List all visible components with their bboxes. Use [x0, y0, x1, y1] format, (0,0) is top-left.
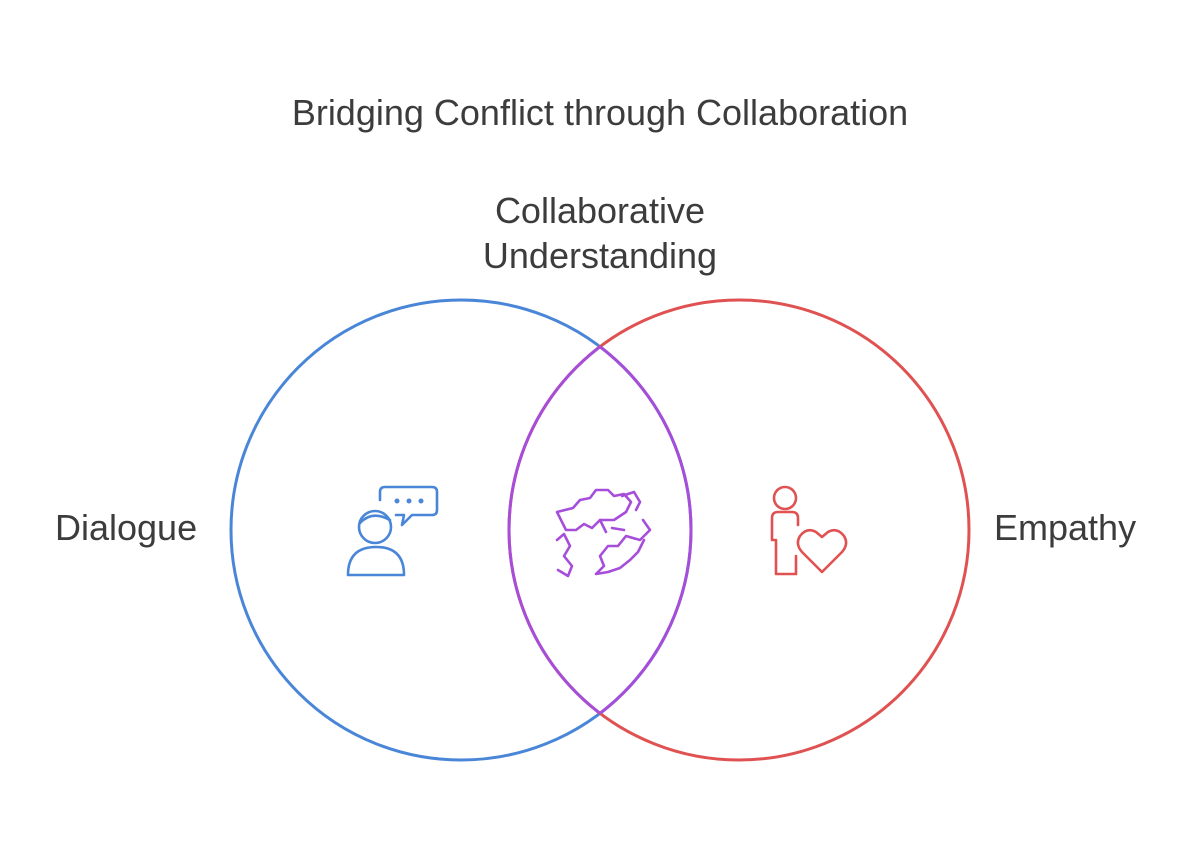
person-speech-bubble-icon [346, 485, 439, 577]
person-heart-icon [770, 485, 848, 576]
diagram-title: Bridging Conflict through Collaboration [291, 92, 909, 133]
intersection-label-line2: Understanding [482, 235, 718, 276]
fist-bump-icon [555, 488, 652, 578]
left-set-label: Dialogue [55, 507, 198, 548]
intersection-label-line1: Collaborative [494, 190, 706, 231]
intersection-label: Collaborative Understanding [0, 188, 1200, 278]
intersection-left-arc [509, 300, 693, 760]
intersection-right-arc [507, 300, 691, 760]
right-set-label: Empathy [994, 507, 1137, 548]
